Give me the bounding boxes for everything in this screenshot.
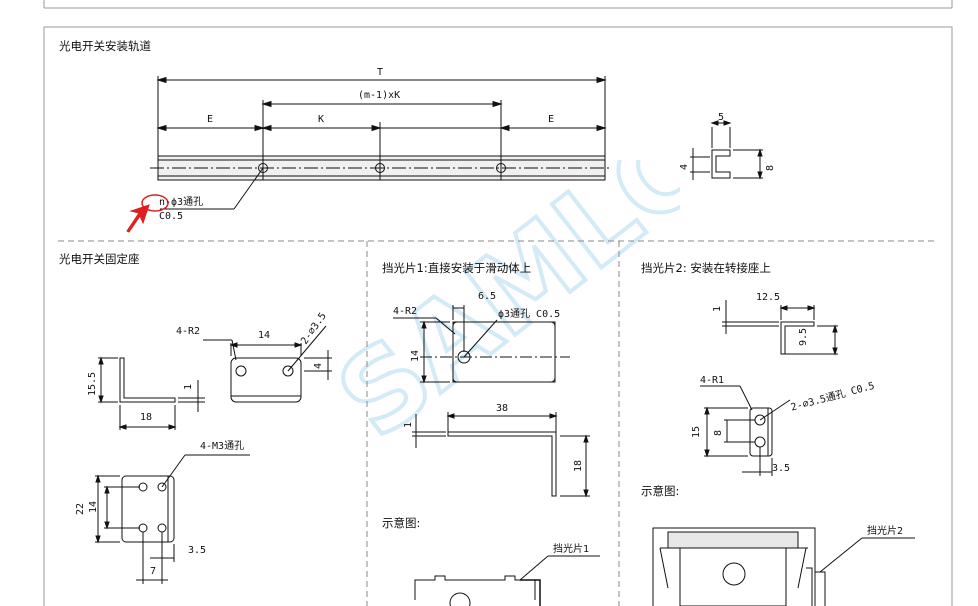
- plate2-radius-label: 4-R1: [700, 375, 725, 386]
- plate2-schematic-label: 示意图:: [641, 484, 680, 498]
- plate1-width-38: 38: [496, 403, 509, 414]
- plate1-height-18: 18: [573, 459, 584, 472]
- plate1-height-14: 14: [410, 349, 421, 362]
- plate2-height-15: 15: [691, 425, 702, 438]
- plate1-section-title: 挡光片1:直接安装于滑动体上: [382, 261, 532, 275]
- bracket-height-22: 22: [75, 502, 86, 515]
- plate1-schematic-label: 示意图:: [382, 516, 421, 530]
- plate2-dim-3-5: 3.5: [772, 463, 791, 474]
- bracket-height-15-5: 15.5: [87, 371, 98, 396]
- bracket-width-18: 18: [140, 412, 153, 423]
- rail-section-width: 5: [718, 112, 725, 123]
- bracket-m3-label: 4-M3通孔: [200, 441, 245, 452]
- plate2-height-9-5: 9.5: [798, 327, 809, 346]
- rail-dim-mK: (m-1)xK: [358, 90, 401, 101]
- rail-dim-T: T: [377, 67, 384, 78]
- plate2-thickness-1: 1: [712, 305, 723, 312]
- rail-section-height: 8: [765, 164, 776, 171]
- rail-section-title: 光电开关安装轨道: [59, 39, 151, 53]
- plate1-hole-label: ϕ3通孔 C0.5: [498, 309, 561, 320]
- rail-hole-chamfer: C0.5: [159, 211, 184, 222]
- plate2-callout: 挡光片2: [867, 526, 904, 537]
- rail-hole-label: n-ϕ3通孔: [159, 197, 204, 208]
- rail-section-thickness: 4: [679, 163, 690, 170]
- bracket-dim-4: 4: [313, 362, 324, 369]
- plate2-height-8: 8: [713, 429, 724, 436]
- bracket-section-title: 光电开关固定座: [59, 252, 140, 266]
- rail-dim-E-left: E: [207, 114, 214, 125]
- bracket-dim-3-5: 3.5: [188, 545, 207, 556]
- plate2-section-title: 挡光片2: 安装在转接座上: [641, 261, 771, 275]
- rail-dim-E-right: E: [548, 114, 555, 125]
- bracket-width-14: 14: [258, 330, 271, 341]
- plate1-thickness-1: 1: [403, 421, 414, 428]
- bracket-radius-label: 4-R2: [176, 326, 201, 337]
- bracket-thickness-1: 1: [183, 383, 194, 390]
- plate1-dim-6-5: 6.5: [478, 291, 497, 302]
- plate2-width-12-5: 12.5: [756, 292, 781, 303]
- plate1-radius-label: 4-R2: [393, 306, 418, 317]
- plate1-callout: 挡光片1: [553, 544, 590, 555]
- rail-dim-K: K: [318, 114, 325, 125]
- bracket-dim-7: 7: [150, 566, 157, 577]
- bracket-height-14: 14: [88, 500, 99, 513]
